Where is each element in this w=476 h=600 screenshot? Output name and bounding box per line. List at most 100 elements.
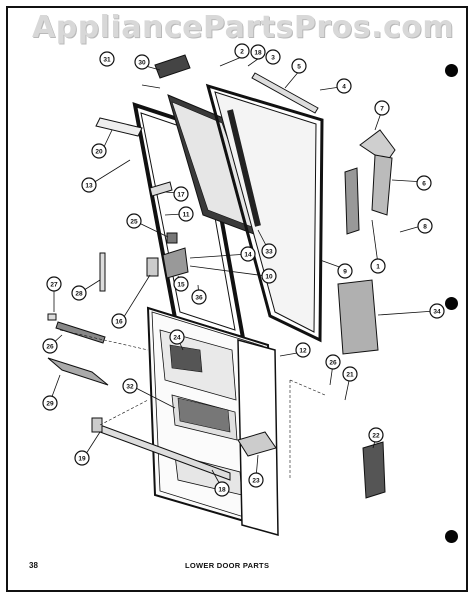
callout-label: 19 [78,455,86,462]
callout-3: 3 [265,49,281,65]
callout-27: 27 [46,276,62,292]
callout-label: 20 [95,148,103,155]
callout-circle [429,303,445,319]
callout-label: 14 [244,251,252,258]
callout-36: 36 [191,289,207,305]
callout-label: 15 [177,281,185,288]
binder-hole-top [445,64,458,77]
callout-13: 13 [81,177,97,193]
callout-circle [122,378,138,394]
callout-circle [134,54,150,70]
callout-circle [234,43,250,59]
callout-label: 12 [299,347,307,354]
callout-label: 26 [46,343,54,350]
callout-label: 13 [85,182,93,189]
handle-bracket [359,129,396,216]
callout-circle [374,100,390,116]
callout-circle [265,49,281,65]
callout-6: 6 [416,175,432,191]
callout-label: 29 [46,400,54,407]
callout-circle [126,213,142,229]
watermark-text: AppliancePartsPros.com [32,10,455,45]
callout-circle [325,354,341,370]
foam-block-part [337,279,379,355]
callout-circle [178,206,194,222]
callout-circle [81,177,97,193]
callout-15: 15 [173,276,189,292]
callout-label: 16 [115,318,123,325]
callout-label: 34 [433,308,441,315]
callout-label: 18 [218,486,226,493]
callout-14: 14 [240,246,256,262]
right-bracket-part [362,441,386,499]
callout-label: 33 [265,248,273,255]
callout-26: 26 [42,338,58,354]
callout-22: 22 [368,427,384,443]
callout-circle [417,218,433,234]
callout-label: 26 [329,359,337,366]
callout-2: 2 [234,43,250,59]
callout-circle [214,481,230,497]
callout-label: 28 [75,290,83,297]
callout-17: 17 [173,186,189,202]
callout-circle [169,329,185,345]
callout-label: 2 [240,48,244,55]
callout-label: 11 [183,211,190,218]
left-shelf-parts [47,252,109,386]
callout-34: 34 [429,303,445,319]
callout-18: 18 [250,44,266,60]
dashed-leader-lines [59,329,326,480]
callout-18: 18 [214,481,230,497]
callout-circle [42,395,58,411]
callout-label: 8 [423,223,427,230]
callout-10: 10 [261,268,277,284]
callout-label: 18 [254,49,262,56]
callout-label: 3 [271,54,275,61]
callout-label: 36 [195,294,203,301]
callout-circle [74,450,90,466]
callout-label: 17 [177,191,185,198]
callout-label: 23 [252,477,260,484]
callout-circle [191,289,207,305]
callout-16: 16 [111,313,127,329]
callout-30: 30 [134,54,150,70]
callout-label: 24 [173,334,181,341]
callout-9: 9 [337,263,353,279]
callout-circle [71,285,87,301]
callout-1: 1 [370,258,386,274]
callout-label: 21 [346,371,354,378]
callout-11: 11 [178,206,194,222]
binder-hole-bottom [445,530,458,543]
callout-circle [42,338,58,354]
top-trim-strip [251,72,319,114]
callout-33: 33 [261,243,277,259]
callout-label: 30 [138,59,146,66]
callout-circle [416,175,432,191]
callout-25: 25 [126,213,142,229]
callout-24: 24 [169,329,185,345]
callout-26: 26 [325,354,341,370]
callout-circle [261,243,277,259]
callout-4: 4 [336,78,352,94]
callout-circle [91,143,107,159]
latch-mechanism [146,181,189,279]
callout-label: 6 [422,180,426,187]
callout-circle [111,313,127,329]
binder-hole-middle [445,297,458,310]
callout-circle [173,186,189,202]
callout-label: 10 [265,273,273,280]
callout-circle [46,276,62,292]
callout-19: 19 [74,450,90,466]
callout-label: 7 [380,105,384,112]
callout-7: 7 [374,100,390,116]
outer-door-panel [205,83,324,343]
callout-circle [240,246,256,262]
callout-20: 20 [91,143,107,159]
callout-label: 32 [126,383,134,390]
callout-circle [368,427,384,443]
callout-31: 31 [99,51,115,67]
callout-28: 28 [71,285,87,301]
callout-label: 4 [342,83,346,90]
